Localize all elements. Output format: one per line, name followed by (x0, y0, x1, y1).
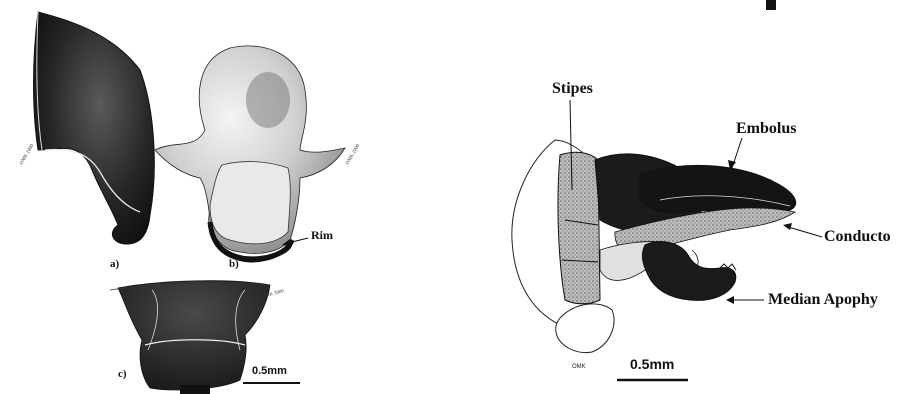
left-scale-label: 0.5mm (252, 365, 287, 377)
svg-text:OMK 2000: OMK 2000 (19, 143, 35, 166)
panel-c-label: c) (118, 368, 127, 380)
panel-a-drawing: OMK 2000 (19, 12, 154, 244)
median-apophysis-label: Median Apophy (768, 291, 878, 309)
top-fragment (766, 0, 776, 10)
stipes-label: Stipes (552, 80, 593, 98)
conductor-label: Conducto (824, 228, 891, 246)
right-scale-label: 0.5mm (630, 356, 674, 372)
svg-text:OMK 2000: OMK 2000 (345, 143, 361, 166)
panel-c-drawing: OMK 2000 (110, 281, 285, 394)
rim-label: Rim (311, 228, 333, 243)
embolus-label: Embolus (736, 120, 796, 138)
panel-a-label: a) (110, 258, 119, 270)
palp-drawing: OMK (512, 140, 796, 370)
svg-text:OMK: OMK (572, 364, 586, 370)
panel-b-label: b) (229, 258, 239, 270)
